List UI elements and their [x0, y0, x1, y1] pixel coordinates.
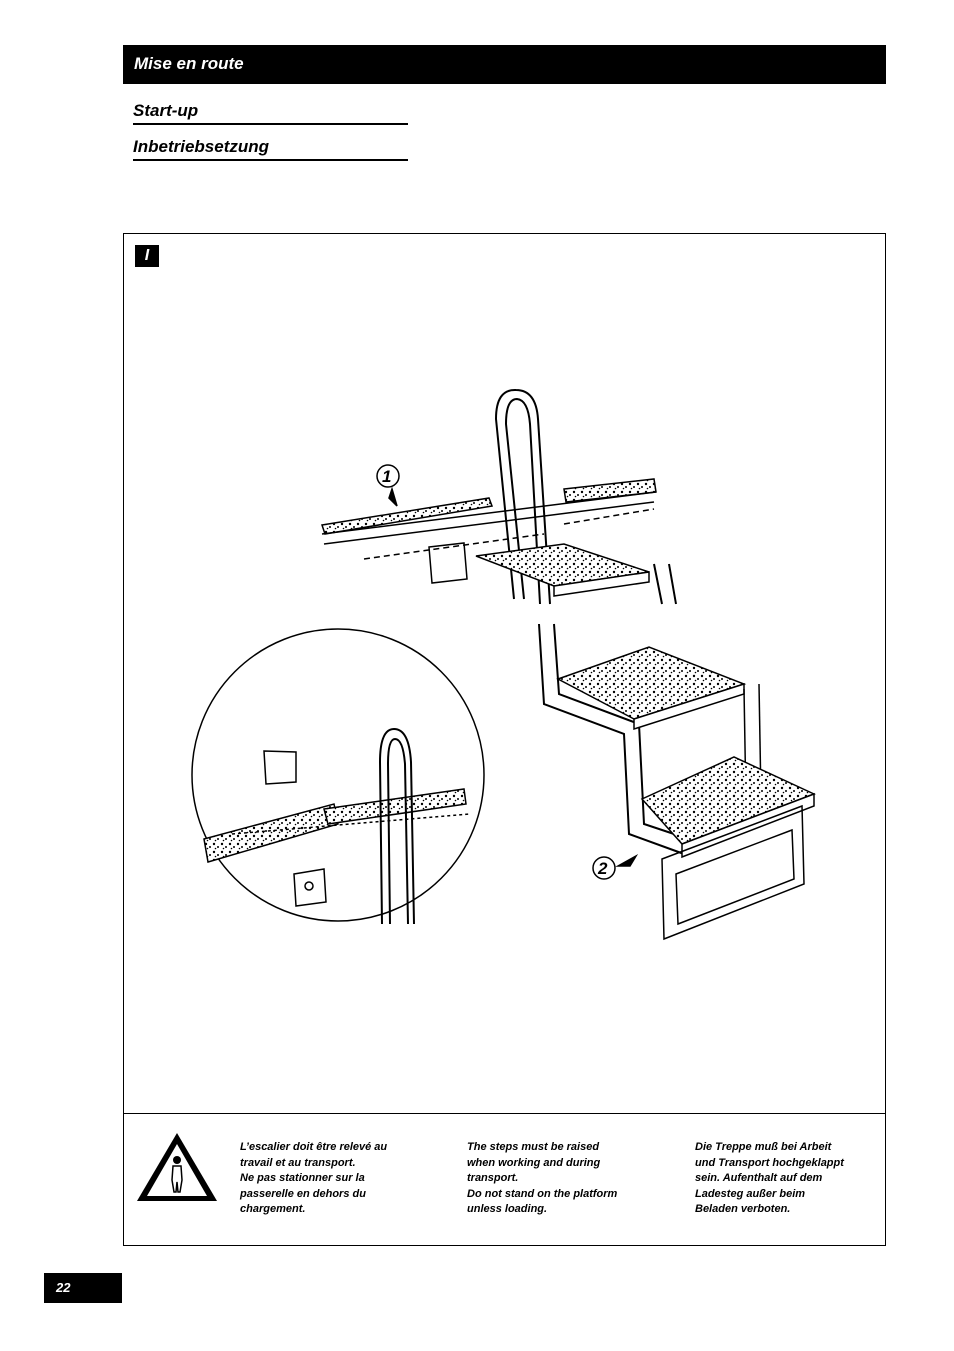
text-line: L’escalier doit être relevé au — [240, 1141, 388, 1153]
text-line: Ne pas stationner sur la — [240, 1172, 365, 1184]
text-line: The steps must be raised — [467, 1141, 600, 1153]
frame-divider — [124, 1113, 885, 1114]
page-number-box: 22 — [44, 1273, 122, 1303]
callout-1 — [376, 464, 400, 507]
subtitle-english: Start-up — [133, 101, 408, 125]
detail-inset — [191, 628, 485, 925]
text-line: chargement. — [240, 1203, 306, 1215]
step-1 — [475, 543, 650, 597]
figure-frame: I — [123, 233, 886, 1246]
callout-2 — [592, 853, 639, 880]
text-line: Do not stand on the platform — [467, 1187, 618, 1200]
steps-illustration: 1 2 — [191, 388, 816, 941]
text-line: passerelle en dehors du — [240, 1187, 366, 1200]
text-line: und Transport hochgeklappt — [695, 1156, 844, 1169]
text-line: when working and during — [467, 1156, 601, 1169]
warning-text-french: L’escalier doit être relevé au travail e… — [240, 1140, 420, 1218]
text-line: sein. Aufenthalt auf dem — [695, 1172, 823, 1184]
figure-label: I — [135, 245, 159, 267]
text-line: unless loading. — [467, 1203, 548, 1215]
callout-1-label: 1 — [382, 467, 391, 486]
warning-text-german: Die Treppe muß bei Arbeit und Transport … — [695, 1140, 875, 1218]
section-header-bar: Mise en route — [123, 45, 886, 84]
step-2 — [556, 646, 762, 805]
text-line: Beladen verboten. — [695, 1203, 791, 1215]
page-number: 22 — [56, 1280, 71, 1295]
subtitle-german: Inbetriebsetzung — [133, 137, 408, 161]
warning-text-english: The steps must be raised when working an… — [467, 1140, 647, 1218]
text-line: Ladesteg außer beim — [695, 1187, 806, 1200]
platform — [321, 478, 657, 584]
text-line: travail et au transport. — [240, 1156, 356, 1169]
handrail — [494, 388, 551, 605]
callout-2-label: 2 — [597, 859, 608, 878]
warning-triangle-icon — [137, 1133, 217, 1201]
step-3 — [640, 756, 816, 941]
section-title: Mise en route — [134, 54, 244, 73]
text-line: Die Treppe muß bei Arbeit — [695, 1141, 832, 1153]
text-line: transport. — [467, 1172, 519, 1184]
